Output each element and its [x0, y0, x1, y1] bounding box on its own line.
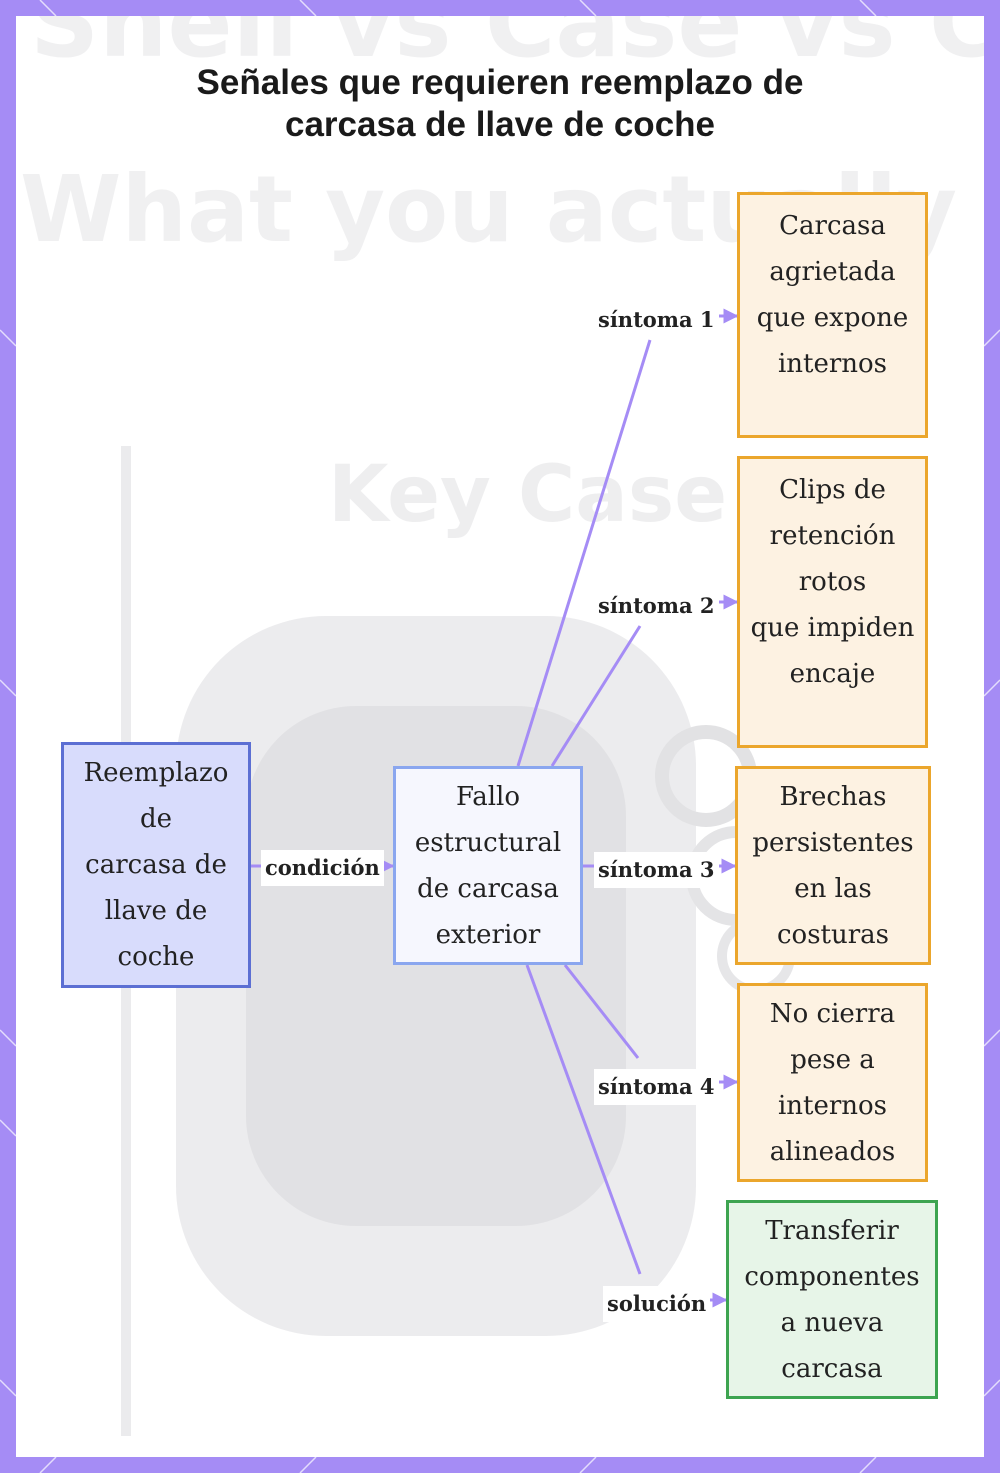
symptom-2-node: Clips de retención rotos que impiden enc… [737, 456, 928, 748]
symptom-4-node: No cierra pese a internos alineados [737, 983, 928, 1182]
edge-label-condition: condición [261, 850, 384, 886]
edge-label-symptom-2: síntoma 2 [594, 588, 719, 624]
edge-solution [527, 965, 726, 1300]
edge-symptom1 [518, 316, 737, 766]
solution-node-label: Transferir componentes a nueva carcasa [744, 1208, 919, 1392]
symptom-1-label: Carcasa agrietada que expone internos [757, 203, 909, 387]
symptom-3-node: Brechas persistentes en las costuras [735, 766, 931, 965]
symptom-3-label: Brechas persistentes en las costuras [752, 774, 913, 958]
symptom-2-label: Clips de retención rotos que impiden enc… [751, 467, 915, 697]
symptom-4-label: No cierra pese a internos alineados [770, 991, 895, 1175]
root-node: Reemplazo de carcasa de llave de coche [61, 742, 251, 988]
symptom-1-node: Carcasa agrietada que expone internos [737, 192, 928, 438]
edge-label-symptom-3: síntoma 3 [594, 852, 719, 888]
edge-label-symptom-4: síntoma 4 [594, 1069, 719, 1105]
edge-symptom4 [565, 965, 737, 1082]
failure-node: Fallo estructural de carcasa exterior [393, 766, 583, 965]
failure-node-label: Fallo estructural de carcasa exterior [415, 774, 561, 958]
solution-node: Transferir componentes a nueva carcasa [726, 1200, 938, 1399]
edge-label-symptom-1: síntoma 1 [594, 302, 719, 338]
root-node-label: Reemplazo de carcasa de llave de coche [84, 750, 229, 980]
edge-label-solution: solución [603, 1286, 710, 1322]
edge-symptom2 [552, 602, 737, 766]
